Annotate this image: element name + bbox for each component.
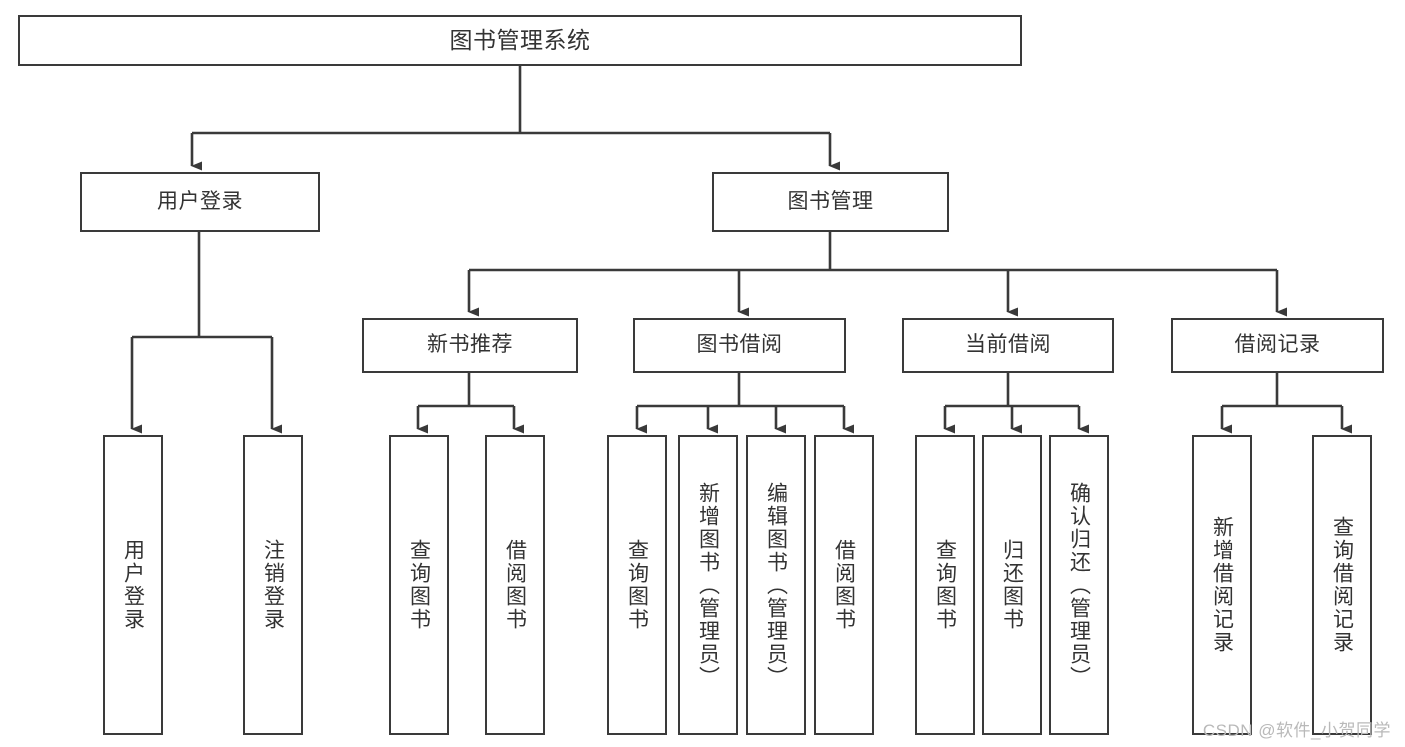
node-book-manage[interactable]: 图书管理	[712, 172, 949, 232]
node-leaf-query-book-1[interactable]: 查询图书	[389, 435, 449, 735]
node-book-borrow[interactable]: 图书借阅	[633, 318, 846, 373]
node-book-manage-label: 图书管理	[787, 189, 874, 213]
node-leaf-logout-login[interactable]: 注销登录	[243, 435, 303, 735]
node-leaf-query-book-2[interactable]: 查询图书	[607, 435, 667, 735]
node-borrow-record[interactable]: 借阅记录	[1171, 318, 1384, 373]
node-leaf-query-book-3[interactable]: 查询图书	[915, 435, 975, 735]
node-leaf-user-login-label: 用户登录	[121, 539, 145, 631]
node-leaf-confirm-return-label: 确认归还（管理员）	[1067, 481, 1091, 689]
node-leaf-return-book[interactable]: 归还图书	[982, 435, 1042, 735]
node-leaf-query-book-3-label: 查询图书	[933, 539, 957, 631]
node-leaf-query-record[interactable]: 查询借阅记录	[1312, 435, 1372, 735]
node-root[interactable]: 图书管理系统	[18, 15, 1022, 66]
node-leaf-add-book[interactable]: 新增图书（管理员）	[678, 435, 738, 735]
node-leaf-logout-login-label: 注销登录	[261, 539, 285, 631]
node-leaf-borrow-book-1-label: 借阅图书	[503, 539, 527, 631]
watermark-text: CSDN @软件_小贺同学	[1202, 721, 1391, 740]
node-leaf-borrow-book-2[interactable]: 借阅图书	[814, 435, 874, 735]
node-new-book-recommend[interactable]: 新书推荐	[362, 318, 578, 373]
node-leaf-query-record-label: 查询借阅记录	[1330, 516, 1354, 654]
node-current-borrow-label: 当前借阅	[965, 333, 1051, 357]
node-leaf-query-book-2-label: 查询图书	[625, 539, 649, 631]
node-user-login[interactable]: 用户登录	[80, 172, 320, 232]
node-leaf-add-book-label: 新增图书（管理员）	[696, 481, 720, 689]
node-leaf-query-book-1-label: 查询图书	[407, 539, 431, 631]
node-leaf-borrow-book-1[interactable]: 借阅图书	[485, 435, 545, 735]
node-book-borrow-label: 图书借阅	[696, 333, 783, 357]
node-leaf-edit-book-label: 编辑图书（管理员）	[764, 481, 788, 689]
node-leaf-borrow-book-2-label: 借阅图书	[832, 539, 856, 631]
node-current-borrow[interactable]: 当前借阅	[902, 318, 1114, 373]
node-leaf-user-login[interactable]: 用户登录	[103, 435, 163, 735]
node-root-label: 图书管理系统	[449, 26, 591, 53]
node-leaf-add-record-label: 新增借阅记录	[1210, 516, 1234, 654]
node-borrow-record-label: 借阅记录	[1234, 333, 1321, 357]
node-leaf-add-record[interactable]: 新增借阅记录	[1192, 435, 1252, 735]
node-leaf-confirm-return[interactable]: 确认归还（管理员）	[1049, 435, 1109, 735]
node-leaf-edit-book[interactable]: 编辑图书（管理员）	[746, 435, 806, 735]
node-new-book-recommend-label: 新书推荐	[427, 333, 513, 357]
node-user-login-label: 用户登录	[157, 189, 243, 213]
node-leaf-return-book-label: 归还图书	[1000, 539, 1024, 631]
